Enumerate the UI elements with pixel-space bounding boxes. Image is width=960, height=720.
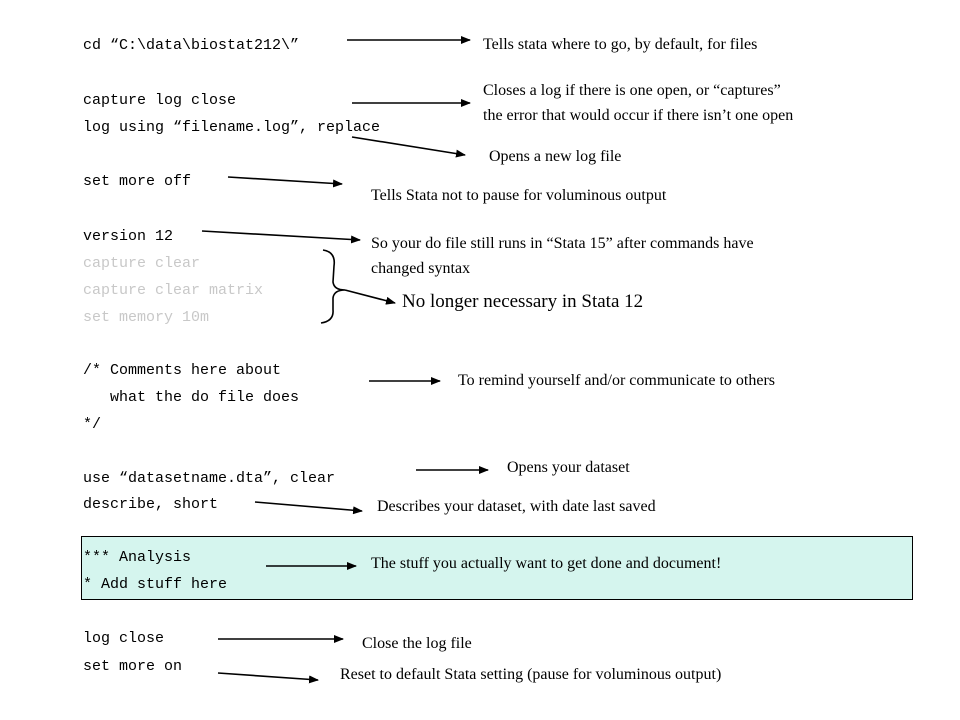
arrow-set-more-off [227,176,343,188]
arrow-obsolete [344,289,396,305]
code-line-comment-open: /* Comments here about [83,362,282,379]
code-line-log-using: log using “filename.log”, replace [83,119,381,136]
note-version-line2: changed syntax [371,260,471,277]
note-analysis: The stuff you actually want to get done … [371,555,722,572]
code-line-log-close: log close [83,630,165,647]
note-use: Opens your dataset [507,459,630,476]
note-capture-log-close-line2: the error that would occur if there isn’… [483,107,794,124]
code-line-describe: describe, short [83,496,219,513]
note-log-close: Close the log file [362,635,472,652]
brace-obsolete-commands [320,249,346,324]
arrow-set-more-on [217,672,319,684]
code-line-set-more-on: set more on [83,658,183,675]
code-line-capture-clear-matrix: capture clear matrix [83,282,264,299]
note-version-line1: So your do file still runs in “Stata 15”… [371,235,754,252]
code-line-analysis: *** Analysis [83,549,192,566]
code-line-capture-log-close: capture log close [83,92,237,109]
note-set-more-off: Tells Stata not to pause for voluminous … [371,187,667,204]
arrow-describe [254,501,363,515]
code-line-set-more-off: set more off [83,173,192,190]
code-line-add-stuff: * Add stuff here [83,576,228,593]
code-line-version: version 12 [83,228,174,245]
note-set-more-on: Reset to default Stata setting (pause fo… [340,666,722,683]
note-cd: Tells stata where to go, by default, for… [483,36,758,53]
note-log-using: Opens a new log file [489,148,622,165]
code-line-capture-clear: capture clear [83,255,201,272]
analysis-highlight-box [81,536,913,600]
note-capture-log-close-line1: Closes a log if there is one open, or “c… [483,82,781,99]
code-line-comment-close: */ [83,416,102,433]
arrow-version [201,230,361,244]
code-line-use: use “datasetname.dta”, clear [83,470,336,487]
note-describe: Describes your dataset, with date last s… [377,498,656,515]
note-obsolete: No longer necessary in Stata 12 [402,291,644,312]
note-comments: To remind yourself and/or communicate to… [458,372,776,389]
code-line-comment-body: what the do file does [83,389,300,406]
code-line-cd: cd “C:\data\biostat212\” [83,37,300,54]
arrow-log-using [351,136,466,158]
code-line-set-memory: set memory 10m [83,309,210,326]
